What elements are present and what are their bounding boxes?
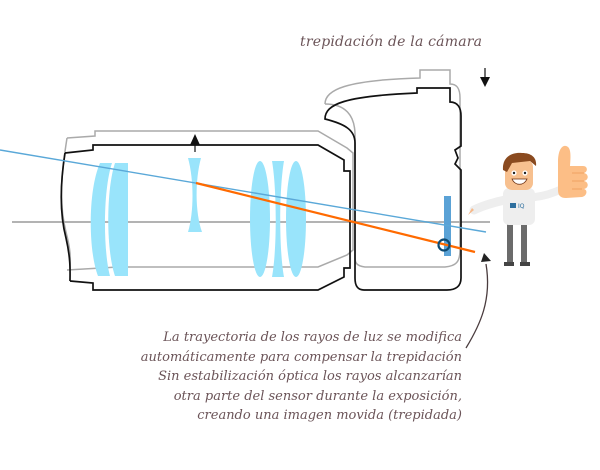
camera-body-shifted-outline (324, 69, 461, 268)
thumbs-up-icon (558, 145, 588, 198)
mascot-left-leg (507, 222, 513, 266)
ray-corrected (195, 181, 476, 254)
shake-arrow-icon (480, 77, 490, 87)
stabilizer-shift-arrow-icon (190, 134, 200, 145)
caption-line: Sin estabilización óptica los rayos alca… (158, 369, 462, 384)
caption-pointer-arrow-icon (481, 253, 491, 262)
ray-uncorrected (0, 149, 487, 233)
caption-line: creando una imagen movida (trepidada) (197, 408, 462, 423)
mascot-right-leg (521, 222, 527, 266)
sensor-hit-ring (437, 238, 451, 252)
front-lens-element-2 (108, 163, 128, 276)
mascot-left-shoe (504, 262, 514, 266)
caption-line: La trayectoria de los rayos de luz se mo… (163, 330, 462, 345)
explanation-caption: La trayectoria de los rayos de luz se mo… (90, 328, 462, 426)
mascot-smile (511, 178, 528, 185)
mascot-hair (502, 152, 537, 172)
mascot-right-shoe (520, 262, 530, 266)
mascot-shirt-camera-icon (510, 203, 516, 208)
mascot-shirt-logo: IQ (518, 203, 525, 210)
lens-front (60, 152, 71, 282)
camera-shake-label: trepidación de la cámara (300, 34, 483, 50)
caption-line: otra parte del sensor durante la exposic… (173, 388, 462, 404)
front-lens-element-1 (90, 163, 112, 276)
stabilizer-lens (188, 158, 202, 232)
mascot-pointing-arm (469, 195, 510, 215)
rear-lens-element-2 (272, 161, 284, 277)
mascot-raised-arm (531, 186, 564, 201)
mascot-pointing-hand (468, 208, 474, 215)
lens-barrel-outline (64, 144, 351, 291)
lens-barrel-shifted-outline (66, 130, 354, 271)
camera-grip-shifted (324, 103, 356, 258)
rear-lens-element-1 (250, 161, 270, 277)
camera-body-outline (324, 87, 462, 291)
mascot-head (505, 160, 533, 190)
mascot-torso (503, 188, 535, 225)
rear-lens-element-3 (286, 161, 306, 277)
caption-pointer-line (465, 263, 489, 349)
mascot: IQ (468, 145, 588, 266)
caption-line: automáticamente para compensar la trepid… (140, 349, 462, 365)
